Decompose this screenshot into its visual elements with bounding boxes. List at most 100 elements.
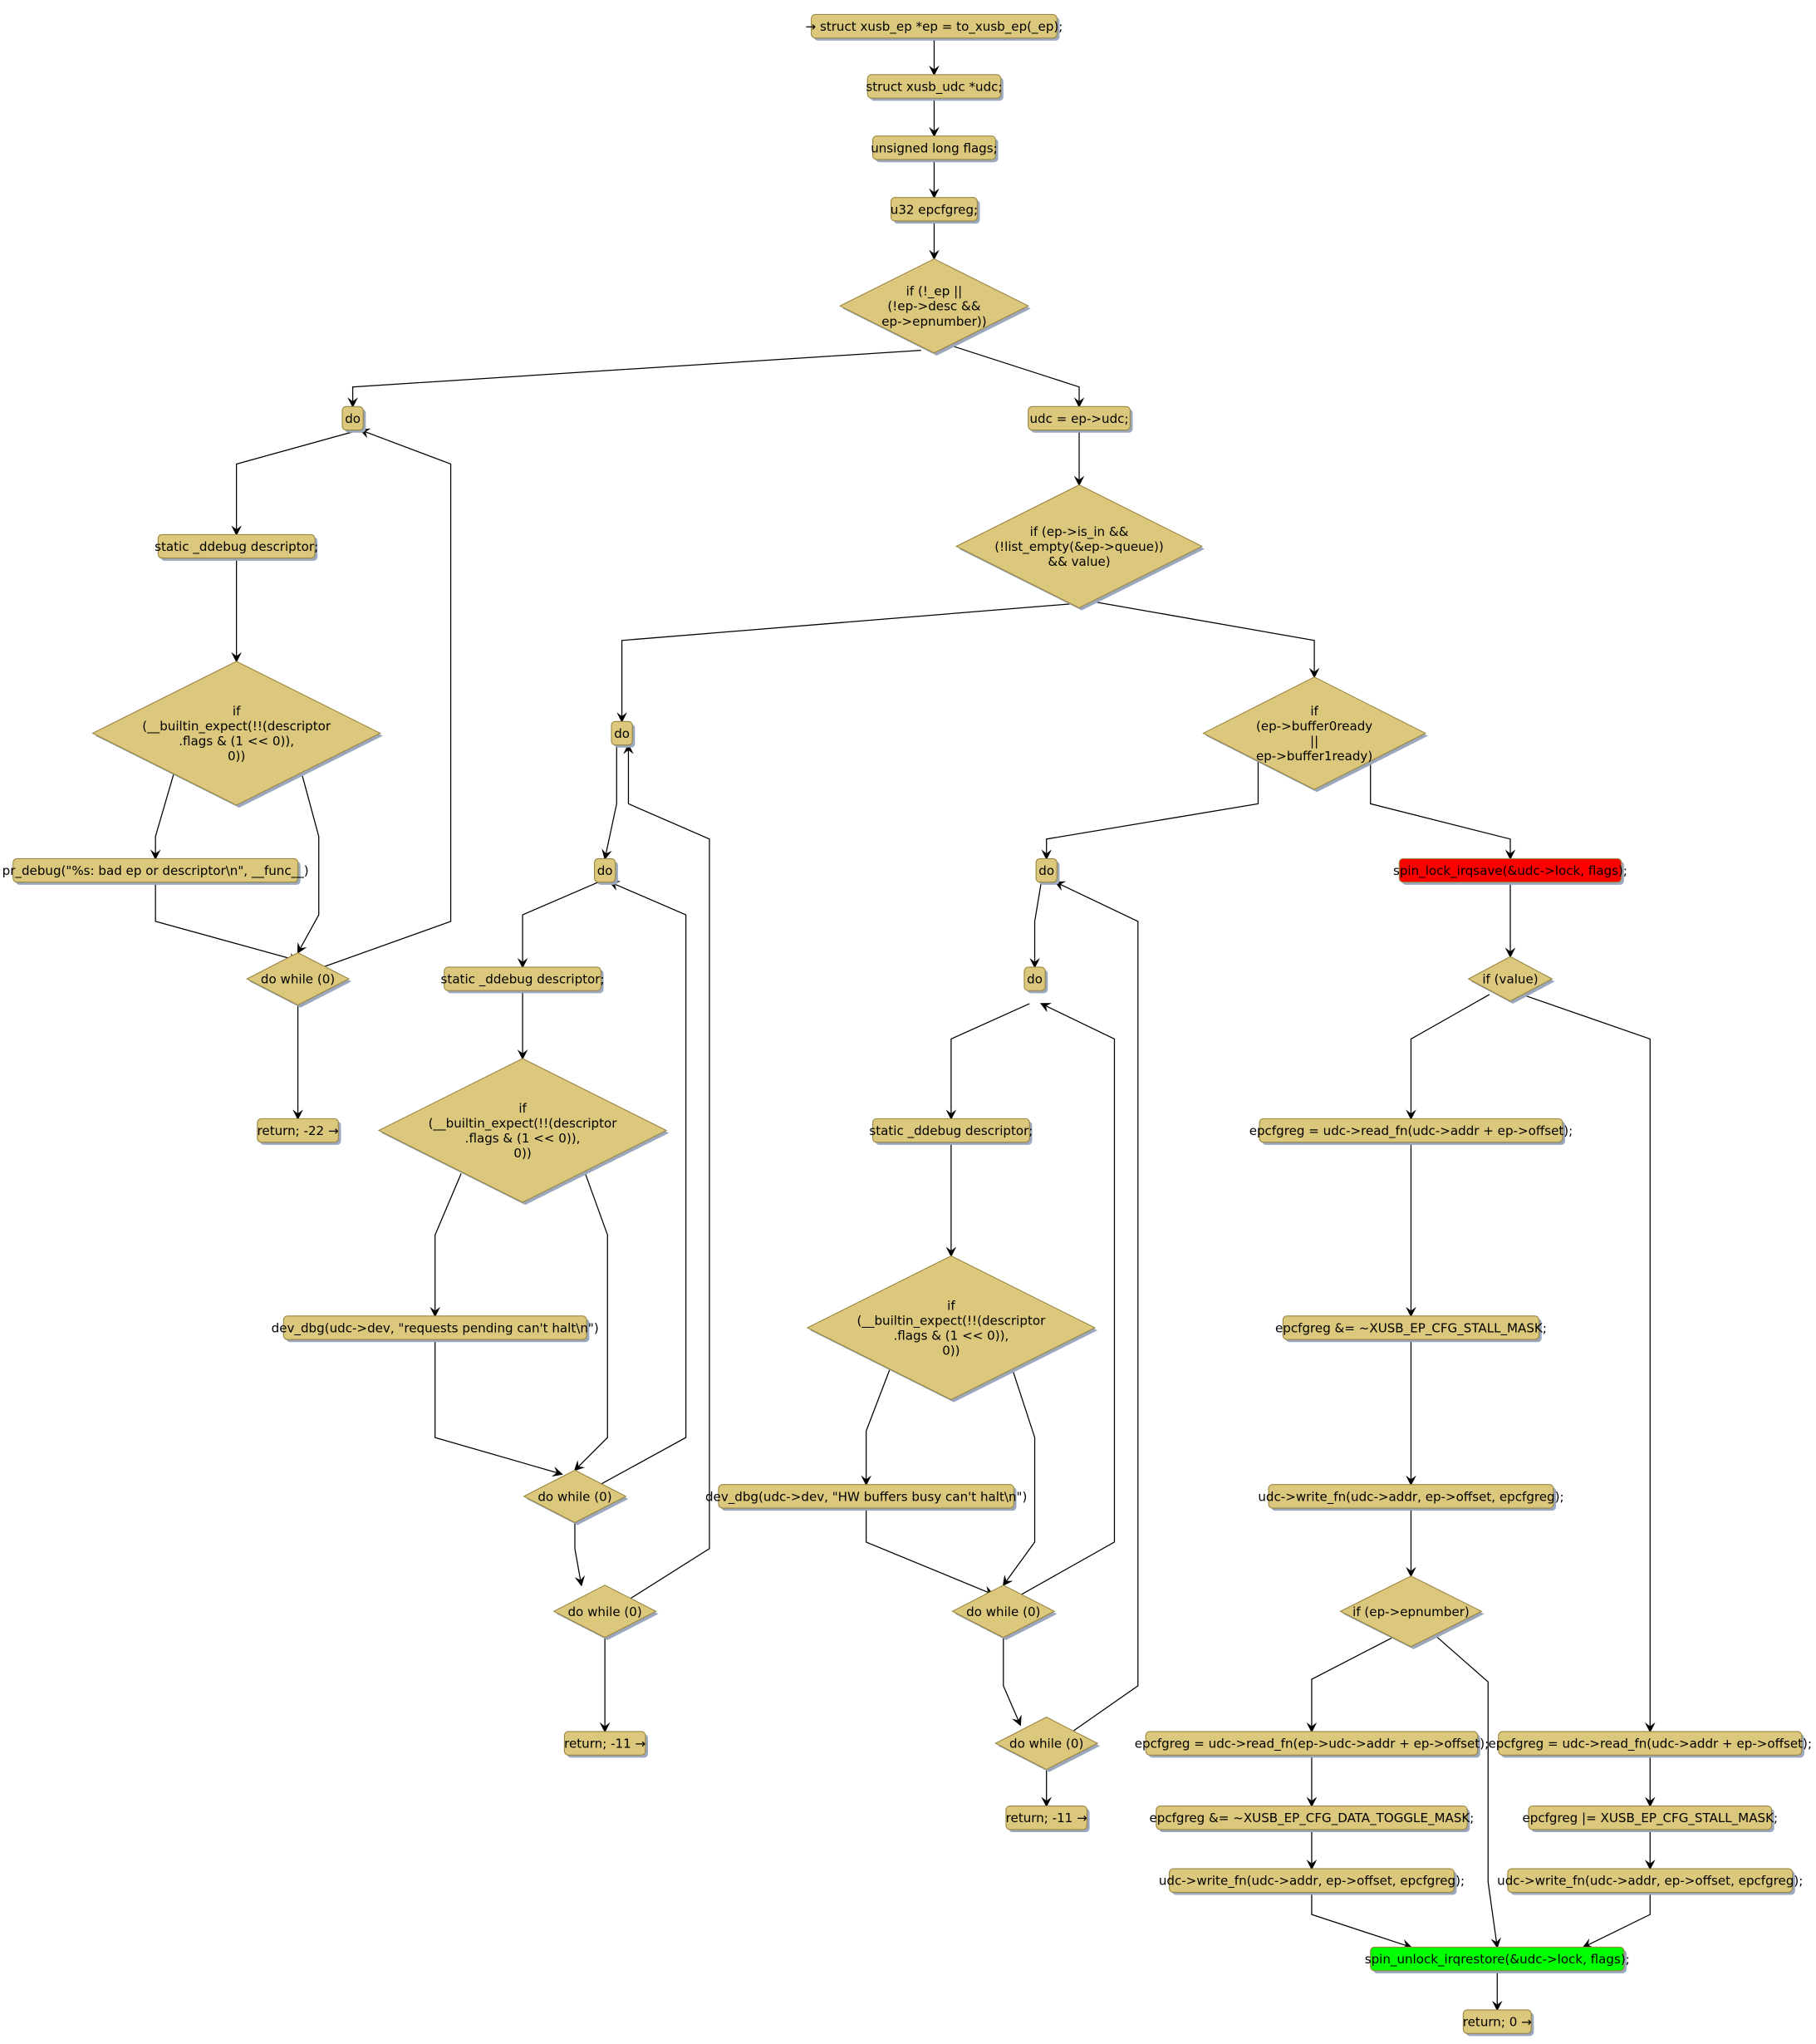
statement-n18[interactable]: epcfgreg = udc->read_fn(udc->addr + ep->…	[1249, 1118, 1573, 1145]
node-shape	[806, 1255, 1097, 1401]
statement-n13[interactable]: return; -11 →	[563, 1731, 649, 1758]
node-label: epcfgreg |= XUSB_EP_CFG_STALL_MASK;	[1522, 1811, 1778, 1826]
statement-n7[interactable]: pr_debug("%s: bad ep or descriptor\n", _…	[2, 857, 309, 885]
statement-n17[interactable]: static _ddebug descriptor;	[869, 1118, 1033, 1145]
node-shape	[257, 1118, 339, 1143]
statement-n8[interactable]: return; -22 →	[257, 1118, 341, 1145]
node-shape	[1268, 1484, 1554, 1509]
flow-arrow	[307, 428, 452, 973]
flow-arrow	[150, 774, 174, 860]
node-shape	[444, 966, 601, 991]
flow-arrow	[616, 603, 1072, 723]
statement-n27[interactable]: udc->write_fn(udc->addr, ep->offset, epc…	[1159, 1868, 1465, 1895]
node-label-line: udc = ep->udc;	[1029, 411, 1128, 426]
node-label: do while (0)	[1009, 1737, 1083, 1752]
flow-arrow	[434, 1339, 563, 1477]
node-shape	[871, 1118, 1030, 1143]
flow-arrow	[1029, 882, 1043, 969]
statement-n14[interactable]: do	[1035, 857, 1060, 885]
node-label: udc = ep->udc;	[1029, 411, 1128, 426]
decision-d0[interactable]: if (!_ep ||(!ep->desc &&ep->epnumber))	[838, 258, 1031, 356]
node-label-line: udc->write_fn(udc->addr, ep->offset, epc…	[1159, 1874, 1465, 1889]
decision-d5[interactable]: if(__builtin_expect(!!(descriptor.flags …	[377, 1058, 670, 1206]
flow-arrow	[1406, 994, 1490, 1120]
decision-d6[interactable]: do while (0)	[523, 1469, 629, 1526]
node-label-line: do while (0)	[567, 1604, 641, 1619]
decision-d7[interactable]: do while (0)	[552, 1585, 659, 1640]
node-label: spin_unlock_irqrestore(&udc->lock, flags…	[1365, 1952, 1630, 1968]
node-label-line: epcfgreg = udc->read_fn(ep->udc->addr + …	[1135, 1737, 1489, 1752]
statement-n22[interactable]: return; -11 →	[1005, 1806, 1090, 1833]
node-label: return; -22 →	[258, 1123, 339, 1138]
decision-d10[interactable]: do while (0)	[951, 1585, 1058, 1640]
node-label-line: .flags & (1 << 0)),	[179, 734, 294, 749]
decision-d9[interactable]: if(__builtin_expect(!!(descriptor.flags …	[806, 1255, 1098, 1403]
decision-d3[interactable]: if (ep->is_in &&(!list_empty(&ep->queue)…	[955, 484, 1205, 611]
statement-n1[interactable]: struct xusb_udc *udc;	[866, 74, 1004, 101]
node-label: epcfgreg = udc->read_fn(udc->addr + ep->…	[1489, 1737, 1813, 1752]
statement-n11[interactable]: static _ddebug descriptor;	[441, 966, 605, 994]
node-shape	[552, 1585, 657, 1639]
node-label: spin_lock_irqsave(&udc->lock, flags);	[1393, 863, 1627, 879]
node-shape	[1339, 1575, 1483, 1648]
statement-n3[interactable]: u32 epcfgreg;	[891, 197, 980, 224]
node-label-line: struct xusb_udc *udc;	[866, 79, 1002, 95]
node-shape	[866, 74, 1002, 99]
decision-d4[interactable]: if(ep->buffer0ready||ep->buffer1ready)	[1202, 676, 1428, 793]
statement-n4[interactable]: do	[341, 405, 366, 433]
node-shape	[91, 661, 381, 806]
statement-n24[interactable]: epcfgreg = udc->read_fn(udc->addr + ep->…	[1489, 1731, 1813, 1758]
node-shape	[1168, 1868, 1455, 1893]
node-label-line: if (value)	[1482, 972, 1538, 987]
statement-n25[interactable]: epcfgreg &= ~XUSB_EP_CFG_DATA_TOGGLE_MAS…	[1149, 1806, 1474, 1833]
node-label: do while (0)	[567, 1604, 641, 1619]
node-label-line: do	[345, 411, 361, 426]
statement-n5[interactable]: udc = ep->udc;	[1028, 405, 1133, 433]
flow-arrow	[1021, 1003, 1116, 1595]
statement-n30[interactable]: return; 0 →	[1463, 2009, 1534, 2037]
node-label-line: && value)	[1048, 554, 1110, 569]
flow-arrow	[866, 1508, 994, 1596]
node-shape	[523, 1469, 627, 1523]
statement-n23[interactable]: epcfgreg = udc->read_fn(ep->udc->addr + …	[1135, 1731, 1489, 1758]
node-shape	[811, 13, 1058, 39]
statement-n2[interactable]: unsigned long flags;	[871, 135, 999, 163]
decision-d12[interactable]: do while (0)	[994, 1717, 1101, 1772]
statement-n16[interactable]: do	[1023, 966, 1048, 994]
node-label: udc->write_fn(udc->addr, ep->offset, epc…	[1159, 1874, 1465, 1889]
decision-d8[interactable]: if (value)	[1467, 956, 1555, 1004]
statement-n10[interactable]: do	[594, 857, 618, 885]
node-label: pr_debug("%s: bad ep or descriptor\n", _…	[2, 863, 309, 879]
node-label-line: (!list_empty(&ep->queue))	[994, 539, 1164, 555]
node-label: epcfgreg &= ~XUSB_EP_CFG_STALL_MASK;	[1275, 1321, 1547, 1337]
node-label: do	[597, 863, 613, 878]
node-label-line: if (ep->epnumber)	[1352, 1604, 1470, 1619]
statement-n9[interactable]: do	[611, 720, 636, 748]
statement-n29[interactable]: spin_unlock_irqrestore(&udc->lock, flags…	[1365, 1946, 1630, 1973]
decision-d1[interactable]: if(__builtin_expect(!!(descriptor.flags …	[91, 661, 383, 808]
flow-arrow	[953, 346, 1085, 408]
statement-n6[interactable]: static _ddebug descriptor;	[155, 533, 318, 561]
node-label-line: u32 epcfgreg;	[891, 202, 978, 217]
statement-n20[interactable]: dev_dbg(udc->dev, "HW buffers busy can't…	[705, 1484, 1027, 1511]
node-shape	[994, 1717, 1099, 1771]
node-label-line: do while (0)	[261, 972, 335, 987]
statement-n28[interactable]: udc->write_fn(udc->addr, ep->offset, epc…	[1497, 1868, 1803, 1895]
node-shape	[718, 1484, 1014, 1509]
statement-n21[interactable]: udc->write_fn(udc->addr, ep->offset, epc…	[1258, 1484, 1564, 1511]
flow-arrow	[573, 1173, 608, 1472]
node-shape	[1028, 405, 1131, 431]
decision-d11[interactable]: if (ep->epnumber)	[1339, 1575, 1485, 1649]
statement-n26[interactable]: epcfgreg |= XUSB_EP_CFG_STALL_MASK;	[1522, 1806, 1778, 1833]
statement-n19[interactable]: epcfgreg &= ~XUSB_EP_CFG_STALL_MASK;	[1275, 1315, 1547, 1343]
node-label: epcfgreg &= ~XUSB_EP_CFG_DATA_TOGGLE_MAS…	[1149, 1811, 1474, 1826]
decision-d2[interactable]: do while (0)	[246, 952, 352, 1008]
node-label-line: return; -11 →	[1006, 1811, 1087, 1825]
node-shape	[1398, 857, 1622, 883]
nodes: → struct xusb_ep *ep = to_xusb_ep(_ep);s…	[2, 13, 1813, 2037]
node-label-line: (__builtin_expect(!!(descriptor	[856, 1313, 1046, 1329]
statement-n0[interactable]: → struct xusb_ep *ep = to_xusb_ep(_ep);	[806, 13, 1063, 41]
edges	[150, 39, 1656, 2012]
statement-n12[interactable]: dev_dbg(udc->dev, "requests pending can'…	[272, 1315, 599, 1343]
statement-n15[interactable]: spin_lock_irqsave(&udc->lock, flags);	[1393, 857, 1627, 885]
